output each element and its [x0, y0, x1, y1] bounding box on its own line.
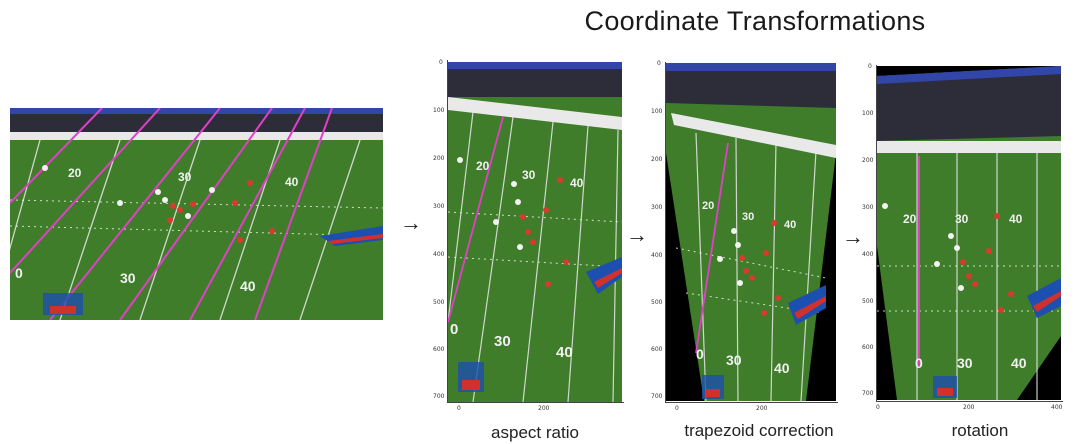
- y-tick: 300: [433, 203, 445, 210]
- arrow-2: →: [626, 222, 648, 247]
- y-tick: 700: [433, 393, 445, 400]
- y-tick: 600: [651, 346, 663, 353]
- yard-number: 30: [178, 170, 192, 184]
- yard-number: 40: [1009, 212, 1023, 226]
- league-logo: [933, 376, 957, 398]
- yard-number: 40: [1011, 355, 1027, 371]
- caption-aspect-ratio: aspect ratio: [491, 423, 579, 442]
- yard-number: 30: [955, 212, 969, 226]
- caption-trapezoid-correction: trapezoid correction: [684, 421, 834, 440]
- yard-number: 40: [240, 278, 256, 294]
- team-logo: [320, 226, 383, 246]
- yard-number: 0: [450, 321, 458, 338]
- y-tick: 0: [868, 63, 872, 70]
- rotation-frame: 20 30 40 0 30 40: [877, 66, 1061, 400]
- yard-number: 40: [784, 219, 796, 231]
- x-tick: 0: [457, 405, 461, 412]
- yard-number: 0: [915, 355, 923, 371]
- yard-number: 20: [903, 212, 917, 226]
- yard-number: 0: [15, 265, 23, 281]
- team-logo: [1027, 278, 1061, 318]
- y-tick: 100: [862, 110, 874, 117]
- y-tick: 700: [862, 390, 874, 397]
- yard-number: 40: [556, 344, 573, 361]
- y-tick: 500: [433, 299, 445, 306]
- y-tick: 600: [862, 344, 874, 351]
- players: [457, 157, 569, 287]
- arrow-3: →: [842, 224, 864, 249]
- yard-number: 20: [702, 200, 714, 212]
- overlay-lines: [10, 108, 333, 320]
- y-tick: 500: [651, 299, 663, 306]
- yard-number: 30: [494, 333, 511, 350]
- y-tick: 200: [651, 156, 663, 163]
- y-tick: 300: [862, 204, 874, 211]
- team-logo: [586, 257, 622, 294]
- arrow-1: →: [400, 210, 422, 235]
- league-logo: [702, 375, 724, 399]
- y-tick: 600: [433, 346, 445, 353]
- aspect-axes: [447, 60, 624, 403]
- y-tick: 200: [862, 157, 874, 164]
- trapezoid-frame: 20 30 40 0 30 40: [666, 63, 836, 401]
- league-logo: [43, 293, 83, 315]
- y-tick: 300: [651, 204, 663, 211]
- x-tick: 400: [1051, 404, 1063, 411]
- yard-number: 0: [696, 346, 704, 362]
- yard-number: 30: [120, 270, 136, 286]
- yard-number: 20: [68, 166, 82, 180]
- yard-number: 20: [476, 159, 490, 173]
- players: [42, 165, 275, 243]
- yard-number: 40: [774, 360, 790, 376]
- trapezoid-axes: [665, 62, 838, 403]
- players: [717, 220, 781, 316]
- yard-number: 30: [957, 355, 973, 371]
- x-tick: 0: [675, 405, 679, 412]
- players: [882, 203, 1014, 313]
- caption-rotation: rotation: [951, 421, 1009, 440]
- x-tick: 200: [756, 405, 768, 412]
- y-tick: 400: [651, 252, 663, 259]
- diagram-title: Coordinate Transformations: [584, 6, 926, 36]
- rotation-axes: [876, 65, 1063, 402]
- y-tick: 700: [651, 393, 663, 400]
- yard-number: 30: [726, 352, 742, 368]
- yard-number: 30: [742, 211, 754, 223]
- yard-number: 40: [570, 176, 584, 190]
- x-tick: 200: [963, 404, 975, 411]
- yard-number: 40: [285, 175, 299, 189]
- y-tick: 0: [439, 59, 443, 66]
- y-tick: 500: [862, 298, 874, 305]
- x-tick: 0: [876, 404, 880, 411]
- y-tick: 200: [433, 155, 445, 162]
- x-tick: 200: [538, 405, 550, 412]
- y-tick: 400: [862, 251, 874, 258]
- y-tick: 0: [657, 60, 661, 67]
- y-tick: 100: [433, 107, 445, 114]
- y-tick: 100: [651, 108, 663, 115]
- yard-number: 30: [522, 168, 536, 182]
- league-logo: [458, 362, 484, 392]
- original-frame: 20 30 40 0 30 40: [10, 108, 383, 320]
- aspect-ratio-frame: 20 30 40 0 30 40: [448, 62, 622, 402]
- team-logo: [788, 285, 826, 325]
- y-tick: 400: [433, 251, 445, 258]
